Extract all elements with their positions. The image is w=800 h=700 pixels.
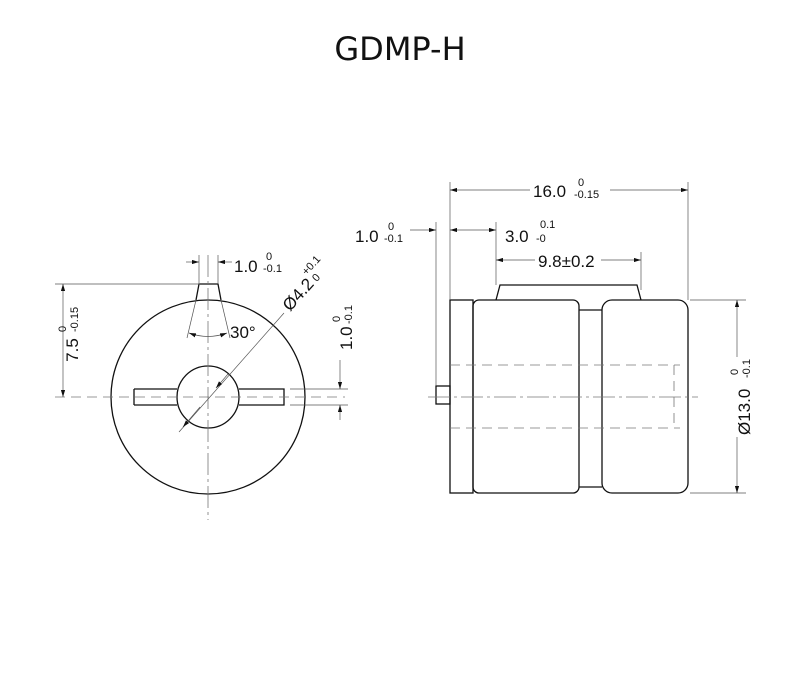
- svg-text:7.5: 7.5: [63, 338, 82, 362]
- side-view: 16.0 0 -0.15 1.0 0 -0.1 3.0 0.1 -0 9.8±0…: [355, 177, 756, 494]
- svg-text:0: 0: [266, 251, 272, 263]
- svg-text:-0.15: -0.15: [69, 307, 81, 332]
- offset-dimension: 3.0 0.1 -0: [503, 219, 559, 246]
- svg-text:0: 0: [729, 369, 741, 375]
- neck: [579, 309, 602, 488]
- diameter-dimension: Ø13.0 0 -0.1: [729, 357, 756, 437]
- svg-text:1.0: 1.0: [337, 326, 356, 350]
- slot-bar: [133, 388, 285, 406]
- svg-text:1.0: 1.0: [234, 257, 258, 276]
- svg-text:-0.1: -0.1: [343, 305, 355, 324]
- top-tab: [495, 284, 642, 301]
- angle-label: 30°: [230, 323, 256, 342]
- svg-text:0: 0: [578, 177, 584, 189]
- bore-dimension: Ø4.2 +0.1 0: [279, 254, 323, 315]
- svg-text:-0.1: -0.1: [384, 233, 403, 245]
- drawing-title: GDMP-H: [334, 30, 466, 68]
- svg-text:Ø13.0: Ø13.0: [735, 389, 754, 435]
- svg-text:0.1: 0.1: [540, 219, 555, 231]
- svg-text:1.0: 1.0: [355, 227, 379, 246]
- pin: [435, 385, 451, 405]
- svg-text:Ø4.2: Ø4.2: [279, 275, 318, 315]
- svg-text:-0.1: -0.1: [741, 359, 753, 378]
- height-dimension: 7.5 0 -0.15: [57, 307, 82, 362]
- svg-text:0: 0: [57, 326, 69, 332]
- svg-text:-0.15: -0.15: [574, 189, 599, 201]
- svg-text:-0.1: -0.1: [263, 263, 282, 275]
- key-tab: [195, 283, 222, 301]
- svg-text:3.0: 3.0: [505, 227, 529, 246]
- flange: [449, 299, 474, 494]
- pin-dimension: 1.0 0 -0.1: [355, 221, 403, 246]
- svg-text:-0: -0: [536, 233, 546, 245]
- svg-text:0: 0: [331, 316, 343, 322]
- svg-text:16.0: 16.0: [533, 182, 566, 201]
- svg-text:0: 0: [388, 221, 394, 233]
- length-dimension: 16.0 0 -0.15: [530, 177, 610, 202]
- slot-width-dimension: 1.0 0 -0.1: [331, 305, 356, 350]
- front-view: 7.5 0 -0.15 1.0 0 -0.1 30° Ø4.2 +0.1 0 1…: [55, 251, 356, 520]
- tab-width-dimension: 1.0 0 -0.1: [234, 251, 282, 276]
- tab-length-dimension: 9.8±0.2: [538, 252, 595, 271]
- body-rear: [601, 299, 689, 494]
- body-front: [472, 299, 580, 494]
